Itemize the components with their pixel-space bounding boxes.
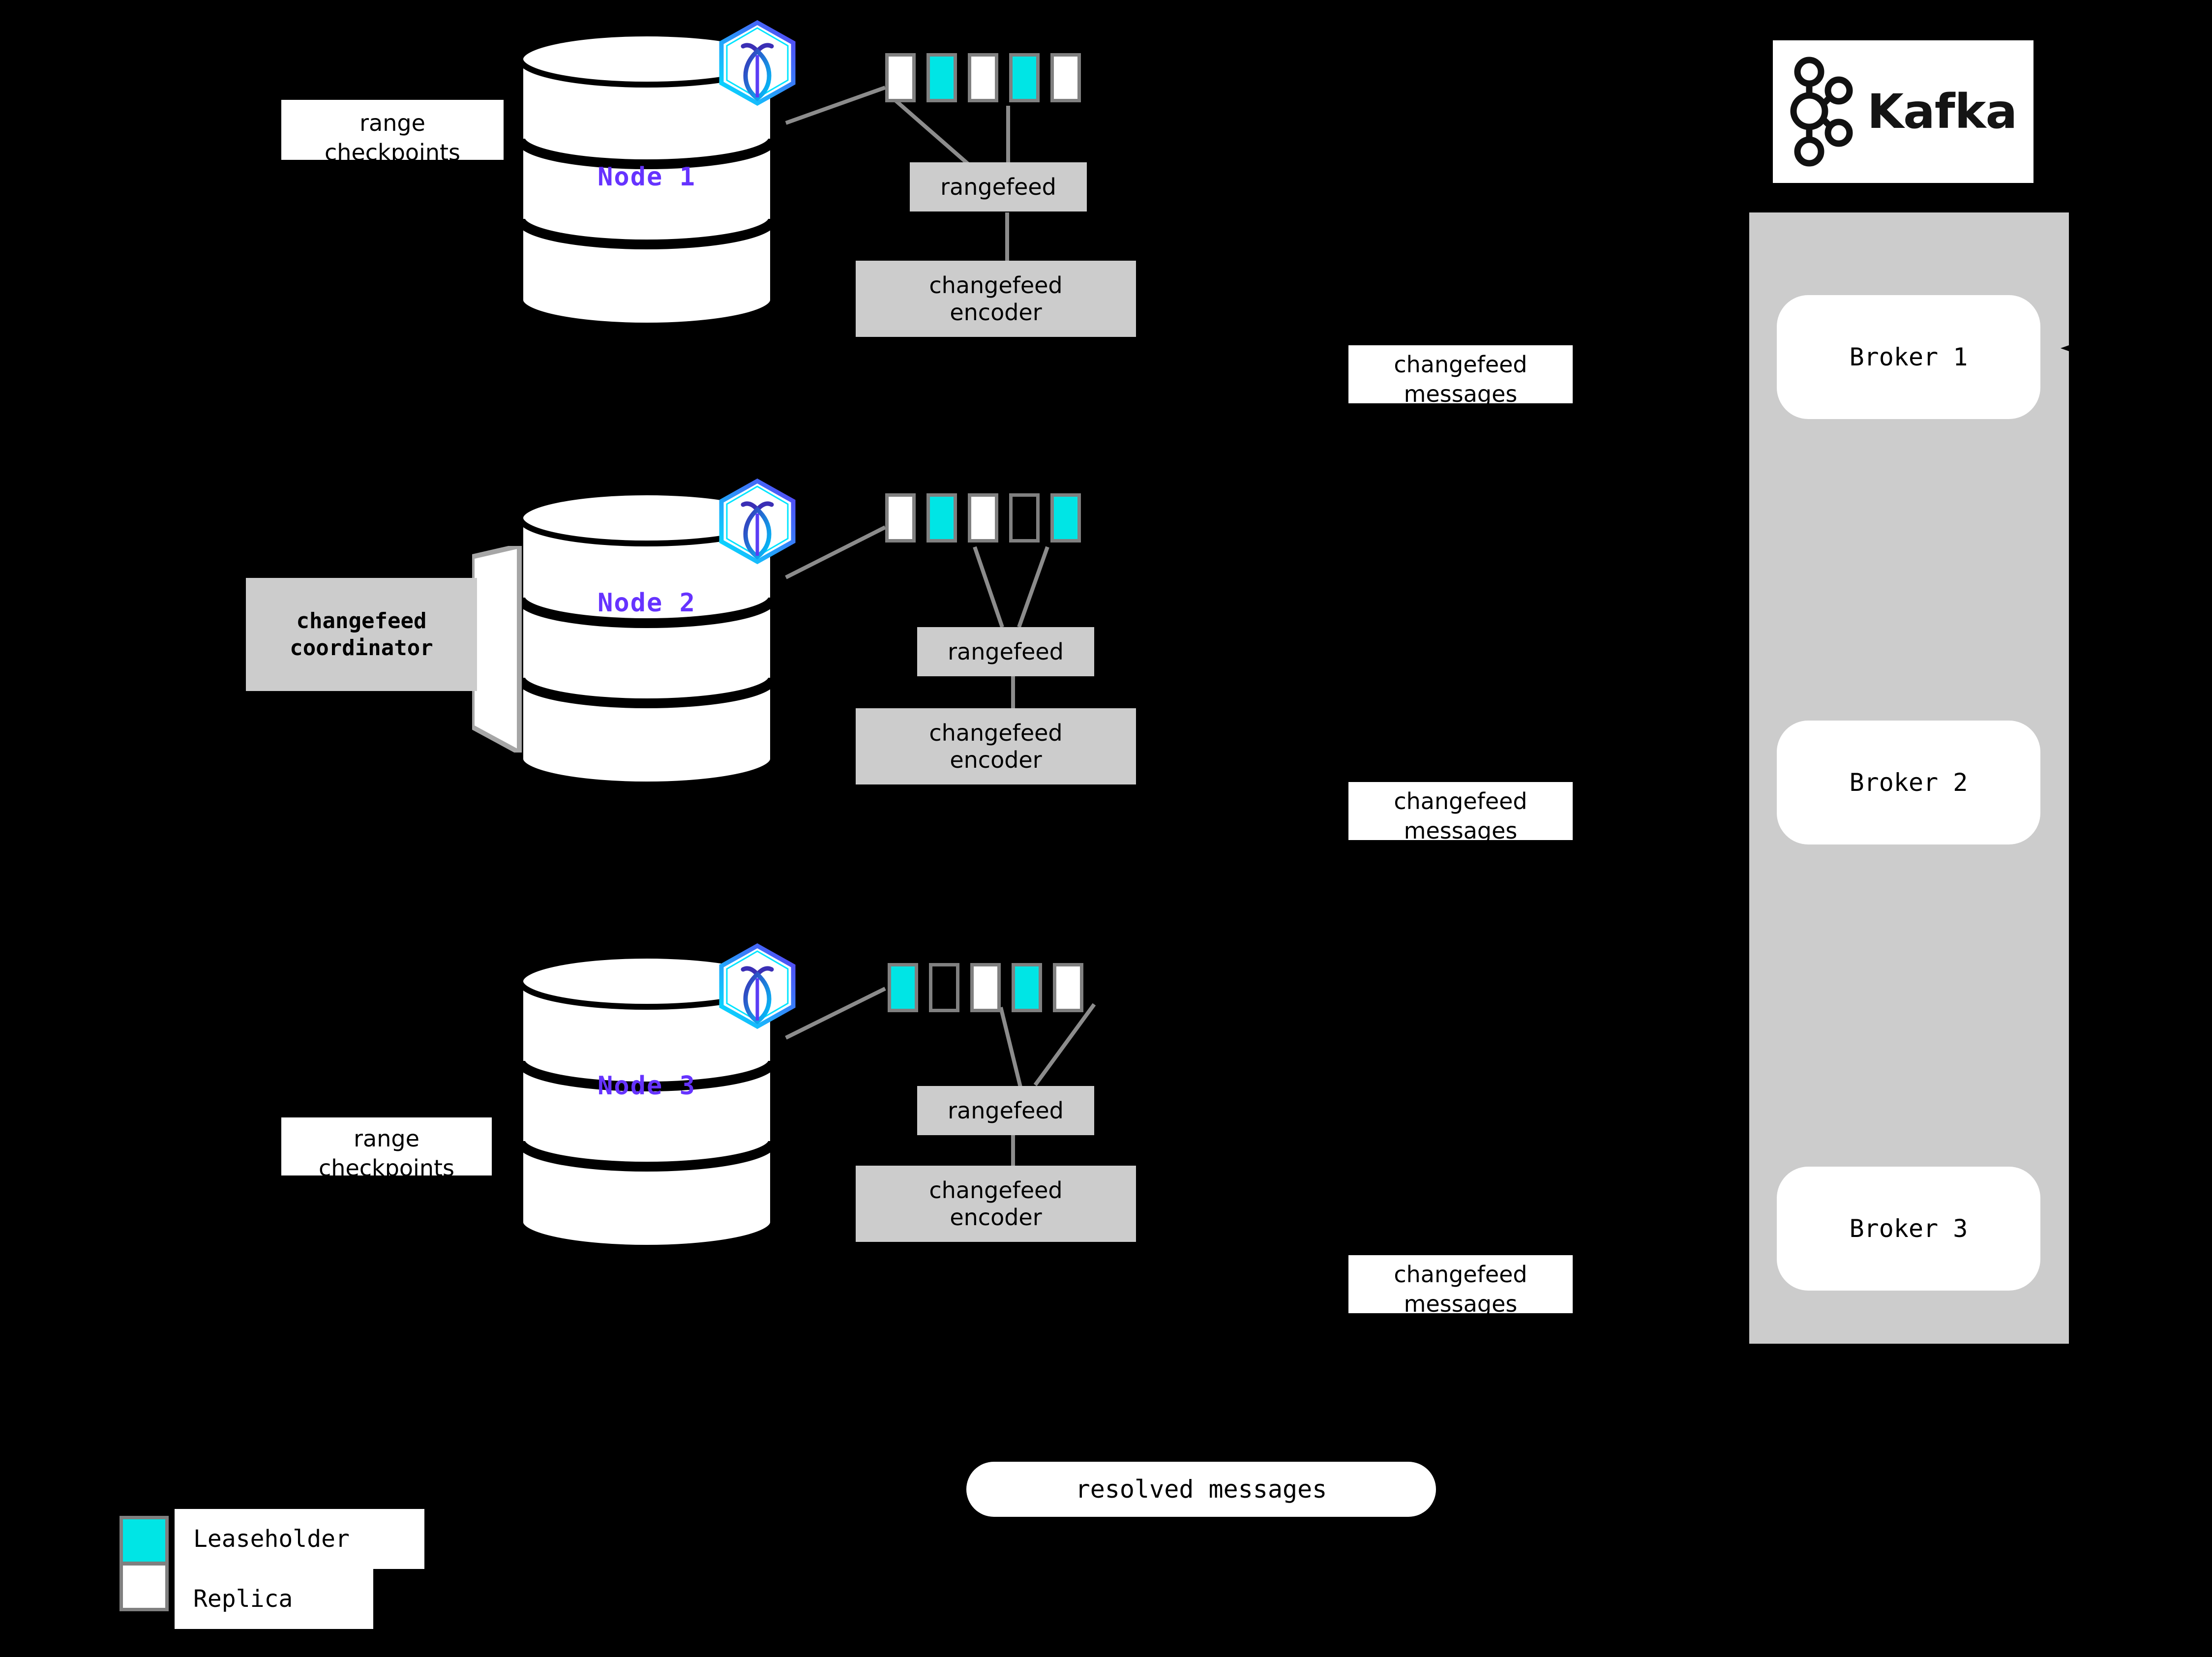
kafka-inbound-arrow-icon bbox=[2061, 341, 2080, 355]
messages-line-2: messages bbox=[1404, 817, 1518, 840]
range-box bbox=[970, 963, 1001, 1012]
rangefeed-box-3: rangefeed bbox=[917, 1086, 1094, 1135]
range-checkpoints-bg-1 bbox=[281, 100, 504, 160]
range-box bbox=[968, 53, 998, 102]
cylinder-shape-2 bbox=[516, 489, 777, 787]
rangefeed-box-2: rangefeed bbox=[917, 627, 1094, 676]
coordinator-line-1: changefeed bbox=[296, 608, 427, 633]
range-box bbox=[888, 963, 918, 1012]
encoder-line-1: changefeed bbox=[929, 1177, 1063, 1204]
kafka-wordmark: Kafka bbox=[1867, 84, 2018, 139]
resolved-messages-pill: resolved messages bbox=[966, 1462, 1436, 1517]
rangefeed-box-1: rangefeed bbox=[910, 162, 1087, 211]
encoder-line-2: encoder bbox=[950, 1204, 1042, 1231]
kafka-logo: Kafka bbox=[1773, 40, 2033, 183]
cockroachdb-hex-icon bbox=[716, 19, 799, 107]
changefeed-messages-label-3: changefeed messages bbox=[1348, 1255, 1573, 1313]
cockroachdb-hex-icon bbox=[716, 477, 799, 566]
legend-label-replica: Replica bbox=[175, 1569, 373, 1629]
range-box bbox=[929, 963, 959, 1012]
range-checkpoints-clip-3: range checkpoints bbox=[281, 1117, 492, 1175]
encoder-line-1: changefeed bbox=[929, 272, 1063, 299]
node-label-1: Node 1 bbox=[598, 162, 696, 192]
range-row-3 bbox=[888, 963, 1083, 1012]
range-box bbox=[1050, 493, 1081, 542]
cockroachdb-hex-icon bbox=[716, 942, 799, 1030]
encoder-line-2: encoder bbox=[950, 746, 1042, 773]
range-checkpoints-bg-3 bbox=[281, 1117, 492, 1175]
range-box bbox=[885, 53, 916, 102]
range-checkpoints-line-1: range bbox=[359, 110, 425, 136]
changefeed-encoder-box-2: changefeed encoder bbox=[856, 708, 1136, 784]
broker-item-2[interactable]: Broker 2 bbox=[1777, 721, 2040, 844]
encoder-line-1: changefeed bbox=[929, 720, 1063, 747]
range-box bbox=[968, 493, 998, 542]
messages-line-1: changefeed bbox=[1394, 788, 1527, 814]
changefeed-coordinator-box: changefeed coordinator bbox=[246, 578, 477, 691]
range-checkpoints-line-2: checkpoints bbox=[325, 139, 460, 160]
range-box bbox=[885, 493, 916, 542]
range-box bbox=[927, 53, 957, 102]
node-label-2: Node 2 bbox=[598, 588, 696, 618]
changefeed-messages-label-1: changefeed messages bbox=[1348, 345, 1573, 403]
range-box bbox=[927, 493, 957, 542]
legend-label-leaseholder: Leaseholder bbox=[175, 1509, 424, 1569]
messages-line-1: changefeed bbox=[1394, 1261, 1527, 1288]
changefeed-messages-label-2: changefeed messages bbox=[1348, 782, 1573, 840]
node-cylinder-1: Node 1 bbox=[516, 30, 777, 330]
node-cylinder-2: Node 2 bbox=[516, 488, 777, 788]
messages-line-2: messages bbox=[1404, 380, 1518, 403]
range-checkpoints-line-2: checkpoints bbox=[319, 1154, 454, 1175]
coordinator-line-2: coordinator bbox=[290, 635, 433, 661]
changefeed-encoder-box-3: changefeed encoder bbox=[856, 1166, 1136, 1242]
broker-item-3[interactable]: Broker 3 bbox=[1777, 1167, 2040, 1291]
cylinder-shape-1 bbox=[516, 30, 777, 329]
range-box bbox=[1009, 493, 1040, 542]
changefeed-encoder-box-1: changefeed encoder bbox=[856, 261, 1136, 337]
broker-item-1[interactable]: Broker 1 bbox=[1777, 295, 2040, 419]
coordinator-wedge bbox=[472, 546, 522, 753]
node-label-3: Node 3 bbox=[598, 1071, 696, 1101]
kafka-nodes-icon bbox=[1790, 57, 1853, 167]
range-checkpoints-clip-1: range checkpoints bbox=[281, 100, 504, 160]
range-checkpoints-line-1: range bbox=[354, 1125, 419, 1152]
range-box bbox=[1050, 53, 1081, 102]
legend-swatch-replica bbox=[120, 1562, 169, 1611]
range-box bbox=[1053, 963, 1083, 1012]
range-row-1 bbox=[885, 53, 1081, 102]
encoder-line-2: encoder bbox=[950, 299, 1042, 326]
range-box bbox=[1009, 53, 1040, 102]
messages-line-1: changefeed bbox=[1394, 351, 1527, 378]
range-box bbox=[1012, 963, 1042, 1012]
messages-line-2: messages bbox=[1404, 1290, 1518, 1313]
range-row-2 bbox=[885, 493, 1081, 542]
legend-swatch-leaseholder bbox=[120, 1516, 169, 1565]
